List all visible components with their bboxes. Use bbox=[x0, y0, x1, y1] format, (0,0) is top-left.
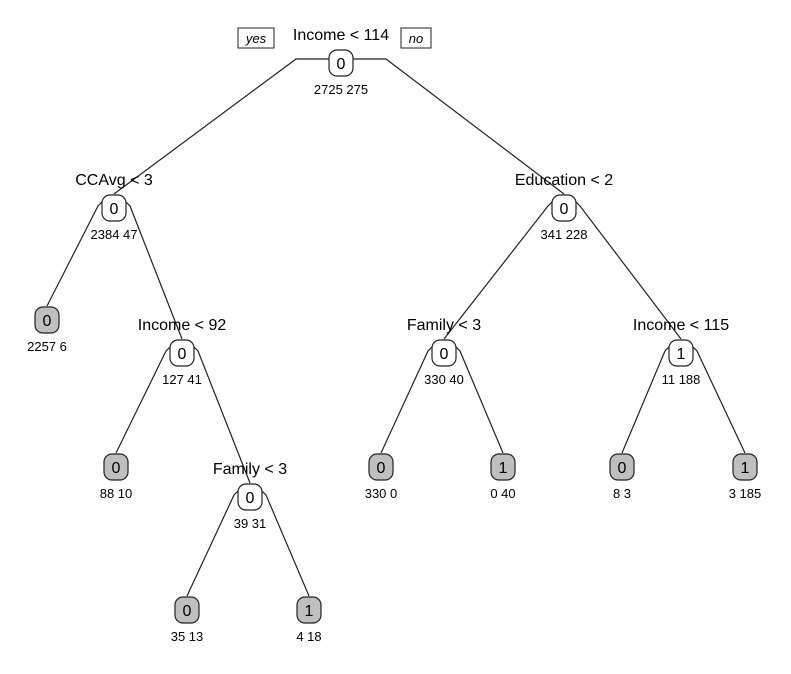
tree-edge bbox=[621, 346, 670, 454]
tree-edge bbox=[186, 490, 239, 597]
yes-label-box bbox=[237, 27, 275, 49]
tree-edge bbox=[575, 201, 682, 340]
leaf-node: 0 330 0 bbox=[365, 453, 398, 501]
tree-edge bbox=[455, 346, 504, 454]
tree-edge bbox=[261, 490, 310, 597]
predicted-class: 0 bbox=[618, 460, 627, 477]
leaf-node: 0 88 10 bbox=[100, 453, 133, 501]
tree-edge bbox=[193, 346, 251, 484]
node-circle bbox=[328, 49, 354, 77]
branch-direction-labels: yes no bbox=[237, 27, 432, 49]
split-node: 0 330 40 Family < 3 bbox=[407, 317, 481, 387]
tree-edge bbox=[46, 201, 103, 307]
predicted-class: 0 bbox=[246, 490, 255, 507]
split-label: CCAvg < 3 bbox=[75, 172, 153, 189]
node-circle bbox=[551, 194, 577, 222]
leaf-node: 0 2257 6 bbox=[27, 306, 67, 354]
split-label: Family < 3 bbox=[213, 461, 287, 478]
leaf-node: 0 35 13 bbox=[171, 596, 204, 644]
class-counts: 0 40 bbox=[490, 486, 515, 501]
class-counts: 127 41 bbox=[162, 372, 202, 387]
leaf-node: 0 8 3 bbox=[609, 453, 635, 501]
leaf-node: 1 0 40 bbox=[490, 453, 516, 501]
tree-edge bbox=[692, 346, 746, 454]
class-counts: 35 13 bbox=[171, 629, 204, 644]
leaf-box bbox=[174, 596, 200, 624]
split-label: Income < 92 bbox=[138, 317, 227, 334]
tree-edge bbox=[380, 346, 433, 454]
tree-edge bbox=[443, 201, 553, 340]
predicted-class: 1 bbox=[499, 460, 508, 477]
no-label: no bbox=[409, 31, 423, 46]
node-circle bbox=[237, 483, 263, 511]
node-circle bbox=[431, 339, 457, 367]
predicted-class: 0 bbox=[110, 201, 119, 218]
predicted-class: 0 bbox=[112, 460, 121, 477]
tree-edge bbox=[125, 201, 183, 340]
class-counts: 341 228 bbox=[541, 227, 588, 242]
class-counts: 11 188 bbox=[662, 372, 701, 387]
predicted-class: 1 bbox=[741, 460, 750, 477]
node-circle bbox=[101, 194, 127, 222]
leaf-box bbox=[490, 453, 516, 481]
leaf-node: 1 3 185 bbox=[729, 453, 762, 501]
split-label: Family < 3 bbox=[407, 317, 481, 334]
predicted-class: 0 bbox=[43, 313, 52, 330]
class-counts: 330 40 bbox=[424, 372, 464, 387]
node-circle bbox=[668, 339, 694, 367]
leaf-box bbox=[732, 453, 758, 481]
yes-label: yes bbox=[245, 31, 267, 46]
class-counts: 3 185 bbox=[729, 486, 762, 501]
predicted-class: 0 bbox=[183, 603, 192, 620]
leaf-box bbox=[34, 306, 60, 334]
tree-edge bbox=[113, 58, 329, 195]
class-counts: 39 31 bbox=[234, 516, 267, 531]
tree-edge bbox=[353, 58, 565, 195]
leaf-box bbox=[103, 453, 129, 481]
leaf-box bbox=[368, 453, 394, 481]
predicted-class: 0 bbox=[560, 201, 569, 218]
node-circle bbox=[169, 339, 195, 367]
leaf-box bbox=[609, 453, 635, 481]
class-counts: 8 3 bbox=[613, 486, 631, 501]
predicted-class: 0 bbox=[440, 346, 449, 363]
tree-edges bbox=[46, 58, 746, 597]
no-label-box bbox=[400, 27, 432, 49]
leaf-box bbox=[296, 596, 322, 624]
leaf-node: 1 4 18 bbox=[296, 596, 322, 644]
tree-nodes: 0 2725 275 Income < 114 0 2384 47 CCAvg < 3 0 3… bbox=[27, 27, 761, 644]
tree-edge bbox=[115, 346, 171, 454]
split-label: Education < 2 bbox=[515, 172, 613, 189]
predicted-class: 1 bbox=[305, 603, 314, 620]
split-label: Income < 115 bbox=[633, 317, 729, 334]
predicted-class: 0 bbox=[337, 56, 346, 73]
class-counts: 2257 6 bbox=[27, 339, 67, 354]
predicted-class: 0 bbox=[178, 346, 187, 363]
predicted-class: 1 bbox=[677, 346, 686, 363]
split-node: 1 11 188 Income < 115 bbox=[633, 317, 729, 387]
split-node: 0 341 228 Education < 2 bbox=[515, 172, 613, 242]
split-label: Income < 114 bbox=[293, 27, 389, 44]
class-counts: 330 0 bbox=[365, 486, 398, 501]
split-node: 0 2384 47 CCAvg < 3 bbox=[75, 172, 153, 242]
class-counts: 88 10 bbox=[100, 486, 133, 501]
predicted-class: 0 bbox=[377, 460, 386, 477]
split-node: 0 127 41 Income < 92 bbox=[138, 317, 227, 387]
split-node: 0 2725 275 Income < 114 bbox=[293, 27, 389, 97]
class-counts: 2725 275 bbox=[314, 82, 368, 97]
split-node: 0 39 31 Family < 3 bbox=[213, 461, 287, 531]
class-counts: 2384 47 bbox=[91, 227, 138, 242]
class-counts: 4 18 bbox=[296, 629, 321, 644]
